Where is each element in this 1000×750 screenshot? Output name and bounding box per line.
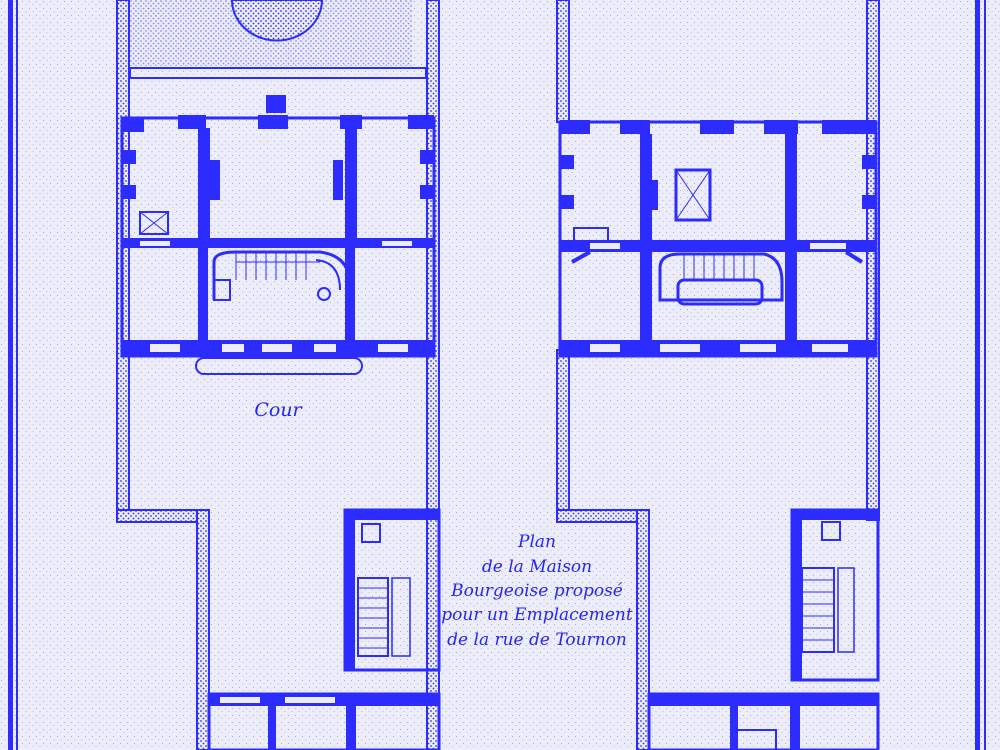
title-line-3: Bourgeoise proposé <box>450 581 623 601</box>
court-label: Cour <box>254 399 303 421</box>
title-line-2: de la Maison <box>482 557 592 577</box>
right-plan <box>556 0 880 750</box>
left-rear-stair <box>357 577 411 657</box>
plate-title: Plan de la Maison Bourgeoise proposé pou… <box>441 532 633 650</box>
right-staircase <box>658 252 784 306</box>
front-steps <box>195 357 363 375</box>
title-line-1: Plan <box>517 532 556 552</box>
fountain-basin <box>230 0 324 42</box>
plate-frame <box>8 0 986 750</box>
left-plan <box>116 0 441 750</box>
left-staircase <box>212 250 352 301</box>
right-rear-stair <box>801 567 855 653</box>
title-line-4: pour un Emplacement <box>441 605 633 625</box>
title-line-5: de la rue de Tournon <box>447 630 627 650</box>
